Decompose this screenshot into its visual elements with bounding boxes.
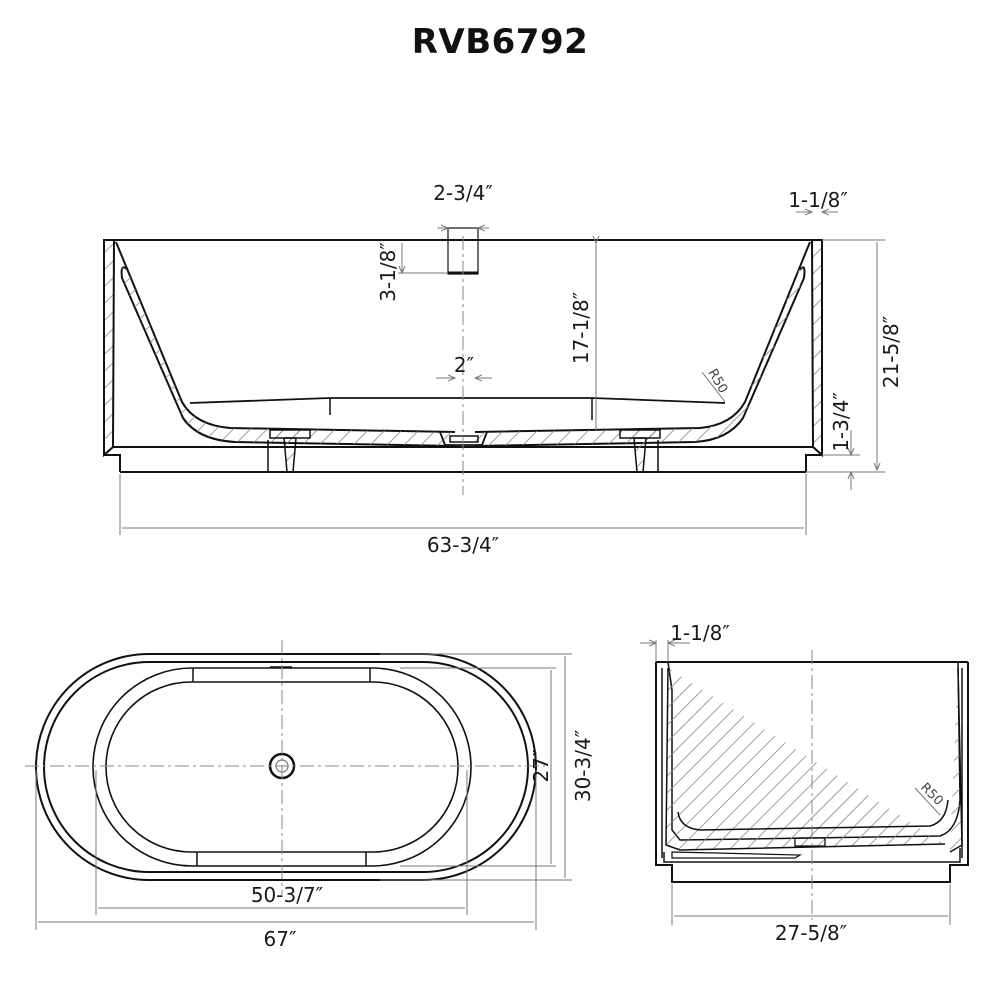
radius-label-end: R50 [917, 780, 946, 809]
dim-outer-width: 30-3/4″ [571, 730, 595, 802]
front-section-view [103, 227, 823, 473]
dim-rim-thickness: 1-1/8″ [788, 188, 848, 212]
dim-total-height: 21-5/8″ [879, 316, 903, 388]
dim-inner-length: 50-3/7″ [251, 883, 323, 907]
dim-drain-width: 2″ [454, 353, 474, 377]
dim-interior-depth: 17-1/8″ [569, 292, 593, 364]
front-dimensions [119, 212, 885, 535]
end-section-view [655, 661, 969, 883]
end-dimensions [640, 640, 951, 925]
dim-end-rim-thickness: 1-1/8″ [670, 621, 730, 645]
drawing-title: RVB6792 [411, 22, 589, 62]
dim-length: 63-3/4″ [427, 533, 499, 557]
top-dimensions [35, 653, 572, 930]
dim-inner-width: 27″ [529, 750, 553, 783]
dim-base-width: 27-5/8″ [775, 921, 847, 945]
top-view [35, 653, 537, 881]
dim-base-height: 1-3/4″ [829, 392, 853, 452]
dim-overflow-width: 2-3/4″ [433, 181, 493, 205]
radius-label-front: R50 [705, 367, 731, 397]
dim-outer-length: 67″ [264, 927, 297, 951]
dim-overflow-depth: 3-1/8″ [376, 242, 400, 302]
